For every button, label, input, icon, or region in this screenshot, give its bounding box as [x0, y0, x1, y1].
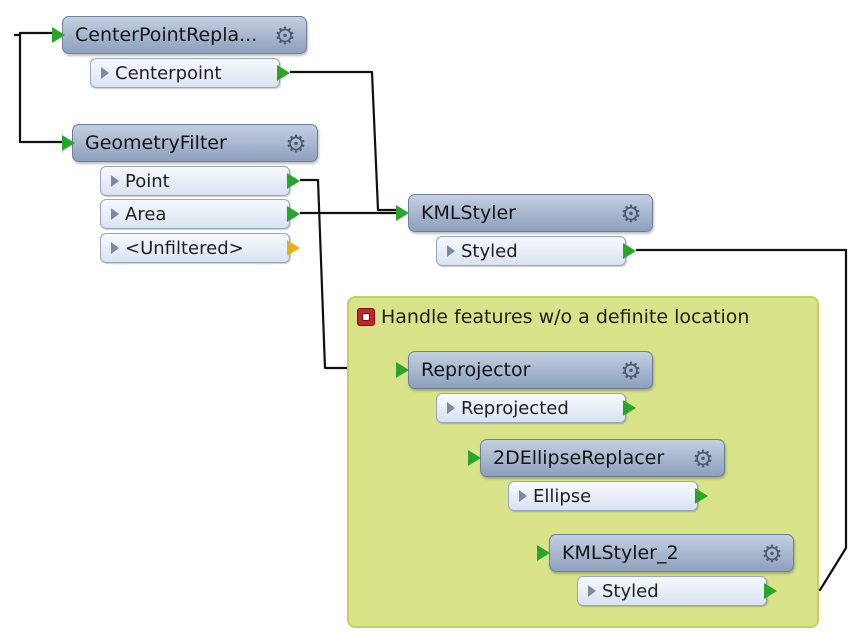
output-port-icon[interactable]	[287, 173, 300, 189]
input-port-icon[interactable]	[396, 362, 409, 378]
port-label: Point	[125, 170, 170, 192]
port-label: Ellipse	[533, 485, 592, 507]
output-port-unfiltered[interactable]: <Unfiltered>	[100, 233, 290, 263]
input-port-icon[interactable]	[537, 545, 550, 561]
output-port-area[interactable]: Area	[100, 199, 290, 229]
port-label: <Unfiltered>	[125, 237, 244, 259]
input-port-icon[interactable]	[396, 205, 409, 221]
expand-arrow-icon[interactable]	[101, 67, 109, 79]
transformer-title: CenterPointRepla...	[75, 24, 258, 46]
transformer-geometryfilter[interactable]: GeometryFilter ⚙	[72, 124, 318, 162]
port-label: Styled	[602, 580, 659, 602]
transformer-title: KMLStyler	[421, 202, 516, 224]
gear-icon[interactable]: ⚙	[285, 130, 307, 158]
bookmark-title: Handle features w/o a definite location	[381, 306, 750, 328]
expand-arrow-icon[interactable]	[111, 242, 119, 254]
output-port-icon[interactable]	[695, 488, 708, 504]
bookmark-header: Handle features w/o a definite location	[357, 304, 749, 330]
output-port-centerpoint[interactable]: Centerpoint	[90, 58, 280, 88]
output-port-icon[interactable]	[287, 206, 300, 222]
port-label: Centerpoint	[115, 62, 222, 84]
output-port-icon[interactable]	[623, 243, 636, 259]
transformer-kmlstyler-2[interactable]: KMLStyler_2 ⚙	[549, 534, 794, 572]
expand-arrow-icon[interactable]	[447, 402, 455, 414]
port-label: Reprojected	[461, 397, 569, 419]
transformer-title: GeometryFilter	[85, 132, 227, 154]
output-port-ellipse[interactable]: Ellipse	[508, 481, 698, 511]
wire-feed-centerpoint[interactable]	[14, 31, 52, 37]
gear-icon[interactable]: ⚙	[692, 445, 714, 473]
port-label: Area	[125, 203, 167, 225]
transformer-title: Reprojector	[421, 359, 531, 381]
unused-port-icon[interactable]	[287, 240, 300, 256]
transformer-kmlstyler[interactable]: KMLStyler ⚙	[408, 194, 653, 232]
expand-arrow-icon[interactable]	[588, 585, 596, 597]
expand-arrow-icon[interactable]	[447, 245, 455, 257]
gear-icon[interactable]: ⚙	[761, 540, 783, 568]
wire-feed-geometryfilter[interactable]	[18, 35, 62, 144]
port-label: Styled	[461, 240, 518, 262]
bookmark-icon	[357, 308, 375, 326]
output-port-icon[interactable]	[764, 583, 777, 599]
transformer-reprojector[interactable]: Reprojector ⚙	[408, 351, 653, 389]
output-port-point[interactable]: Point	[100, 166, 290, 196]
transformer-centerpointreplacer[interactable]: CenterPointRepla... ⚙	[62, 16, 307, 54]
gear-icon[interactable]: ⚙	[620, 200, 642, 228]
transformer-title: KMLStyler_2	[562, 542, 679, 564]
input-port-icon[interactable]	[468, 450, 481, 466]
output-port-icon[interactable]	[277, 65, 290, 81]
output-port-styled[interactable]: Styled	[436, 236, 626, 266]
input-port-icon[interactable]	[62, 135, 75, 151]
output-port-icon[interactable]	[623, 400, 636, 416]
output-port-reprojected[interactable]: Reprojected	[436, 393, 626, 423]
expand-arrow-icon[interactable]	[111, 208, 119, 220]
output-port-styled-2[interactable]: Styled	[577, 576, 767, 606]
expand-arrow-icon[interactable]	[519, 490, 527, 502]
wire-centerpoint-kml[interactable]	[290, 70, 396, 212]
transformer-title: 2DEllipseReplacer	[493, 447, 665, 469]
gear-icon[interactable]: ⚙	[274, 22, 296, 50]
gear-icon[interactable]: ⚙	[620, 357, 642, 385]
input-port-icon[interactable]	[52, 27, 65, 43]
transformer-2dellipsereplacer[interactable]: 2DEllipseReplacer ⚙	[480, 439, 725, 477]
expand-arrow-icon[interactable]	[111, 175, 119, 187]
